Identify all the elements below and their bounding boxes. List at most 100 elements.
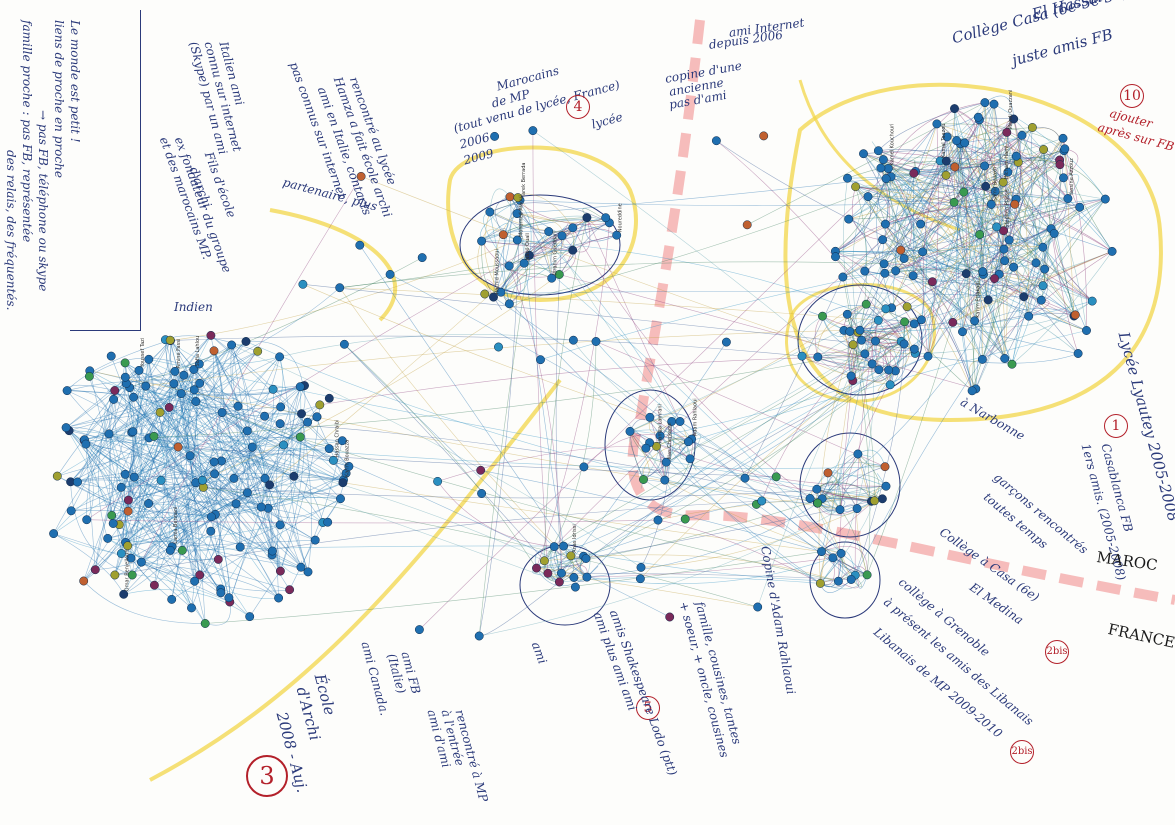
network-node (206, 526, 216, 536)
edge (65, 427, 171, 551)
edge (876, 167, 902, 251)
network-node (127, 570, 137, 580)
edge (199, 383, 222, 560)
bridge-node (476, 465, 486, 475)
edge (1053, 233, 1093, 302)
edge (595, 341, 886, 467)
edge (171, 446, 253, 547)
network-node (165, 545, 175, 555)
edge (114, 379, 200, 391)
edge (583, 434, 661, 468)
annotation-liens-proche-2: → pas FB, téléphone ou skype (36, 110, 50, 292)
edge (744, 276, 844, 479)
network-node (860, 266, 870, 276)
bridge-node (312, 412, 322, 422)
edge (508, 265, 562, 574)
network-node (245, 612, 255, 622)
network-node (877, 494, 887, 504)
edge (503, 200, 521, 304)
network-node (880, 219, 890, 229)
edge (927, 171, 1009, 357)
edge (913, 198, 1106, 276)
edge (178, 446, 777, 478)
edge (203, 487, 758, 608)
edge (86, 397, 134, 520)
network-node (838, 272, 848, 282)
edge (174, 371, 204, 488)
network-node (120, 372, 130, 382)
edge (559, 576, 821, 584)
edge (222, 412, 839, 582)
edge (479, 509, 841, 637)
edge (127, 541, 309, 573)
edge (339, 261, 885, 288)
edge (141, 561, 279, 599)
bridge-node (566, 551, 576, 561)
network-node (1000, 354, 1010, 363)
network-node (645, 412, 655, 422)
edge (555, 235, 563, 574)
bridge-node (356, 171, 366, 181)
edge (747, 102, 986, 226)
edge (586, 557, 833, 585)
group-number-2bis-a: 2bis (1045, 640, 1069, 664)
edge (213, 350, 302, 414)
network-node (797, 351, 807, 361)
node-label: Hassan Chraibi (334, 420, 340, 458)
edge (154, 461, 215, 586)
edge (215, 490, 341, 515)
edge (883, 159, 1013, 365)
bridge-node (323, 517, 333, 527)
network-node (975, 230, 985, 239)
edge (821, 546, 868, 575)
edge (493, 196, 512, 298)
edge (114, 574, 230, 603)
network-node (315, 400, 325, 410)
network-node (902, 302, 912, 312)
edge (182, 524, 281, 552)
network-node (206, 330, 216, 340)
network-node (544, 227, 554, 236)
node-label: Rachid Moussaoui (495, 249, 501, 294)
edge (978, 117, 1076, 316)
network-node (1027, 123, 1037, 132)
node-label: Ilias Cherkaoui (667, 422, 673, 459)
edge (131, 432, 886, 469)
edge (125, 386, 301, 543)
bridge-node (591, 337, 601, 346)
bridge-node (675, 417, 685, 426)
bridge-node (339, 339, 349, 349)
network-node (878, 155, 888, 165)
bridge-node (740, 473, 750, 483)
edge (279, 356, 295, 477)
network-node (625, 426, 635, 436)
edge (1003, 156, 1024, 231)
network-node (116, 549, 126, 558)
node-label: Lamia Bennani (173, 506, 179, 543)
network-node (983, 295, 993, 305)
network-node (950, 162, 960, 172)
edge (1050, 228, 1079, 354)
network-node (217, 408, 227, 418)
edge (138, 370, 309, 573)
bridge-node (635, 574, 645, 584)
edge (821, 266, 1014, 499)
edge (744, 363, 873, 479)
edge (83, 440, 126, 543)
edge (982, 262, 1037, 360)
edge (643, 479, 671, 494)
network-node (289, 471, 299, 481)
border-dashed-line (627, 19, 1175, 605)
network-node (156, 475, 166, 485)
edge (195, 385, 304, 406)
edge (984, 157, 1060, 167)
network-node (66, 506, 76, 516)
edge (71, 510, 212, 518)
edge (847, 239, 883, 377)
edge (629, 429, 691, 459)
edge (131, 340, 172, 433)
edge (108, 433, 262, 508)
network-node (104, 429, 114, 439)
edge (489, 211, 510, 304)
